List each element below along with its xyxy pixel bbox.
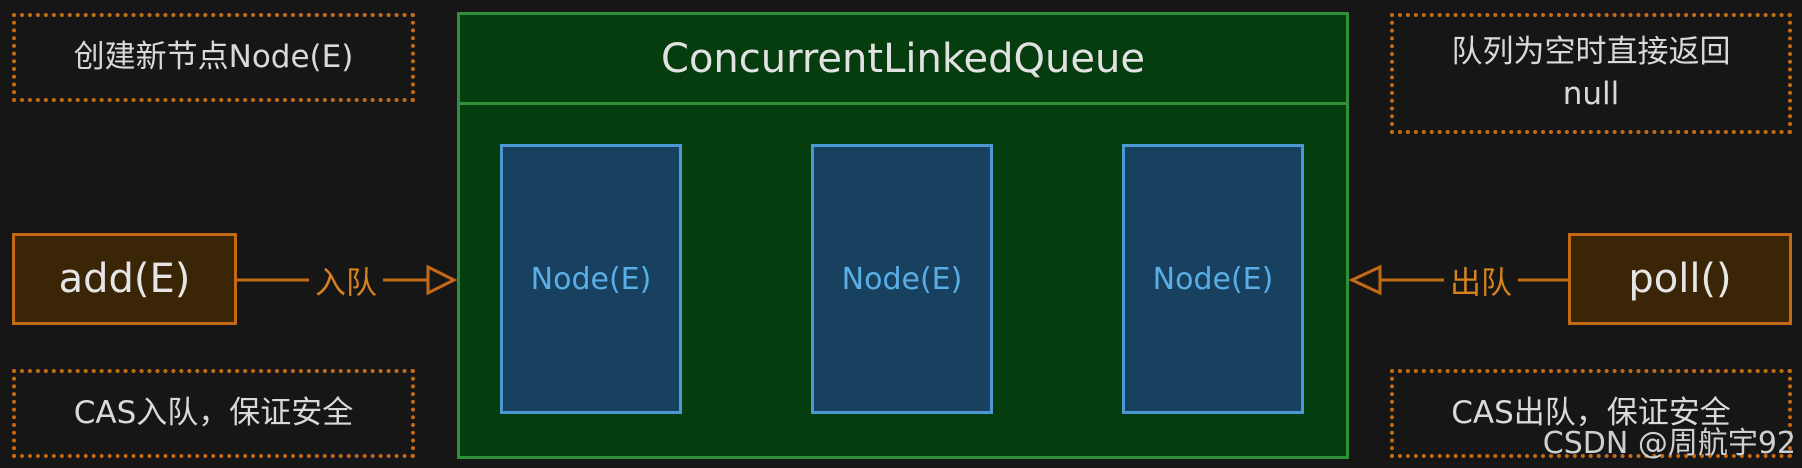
queue-node-3-label: Node(E) [1152,261,1274,297]
queue-node-1-label: Node(E) [530,261,652,297]
poll-operation-label: poll() [1628,256,1732,302]
add-operation-label: add(E) [58,256,191,302]
csdn-watermark: CSDN @周航宇92 [1542,426,1796,461]
queue-node-2: Node(E) [811,144,993,414]
empty-return-note-line1: 队列为空时直接返回 [1451,33,1731,70]
cas-enqueue-note-text: CAS入队，保证安全 [73,394,354,431]
cas-dequeue-note-text: CAS出队，保证安全 [1451,394,1731,431]
queue-node-3: Node(E) [1122,144,1304,414]
empty-return-note: 队列为空时直接返回 null [1390,13,1792,134]
queue-node-1: Node(E) [500,144,682,414]
queue-title: ConcurrentLinkedQueue [460,15,1346,105]
cas-enqueue-note: CAS入队，保证安全 [12,369,415,458]
dequeue-label: 出队 [1444,257,1518,303]
enqueue-arrowhead [426,264,458,296]
dequeue-arrowhead [1348,264,1382,296]
queue-title-text: ConcurrentLinkedQueue [661,35,1145,82]
poll-operation-box: poll() [1568,233,1792,325]
cas-dequeue-note: CAS出队，保证安全 [1390,369,1792,458]
queue-node-2-label: Node(E) [841,261,963,297]
create-node-note-text: 创建新节点Node(E) [73,38,354,75]
add-operation-box: add(E) [12,233,237,325]
empty-return-note-line2: null [1562,75,1620,112]
create-node-note: 创建新节点Node(E) [12,13,415,102]
enqueue-label: 入队 [309,257,383,303]
